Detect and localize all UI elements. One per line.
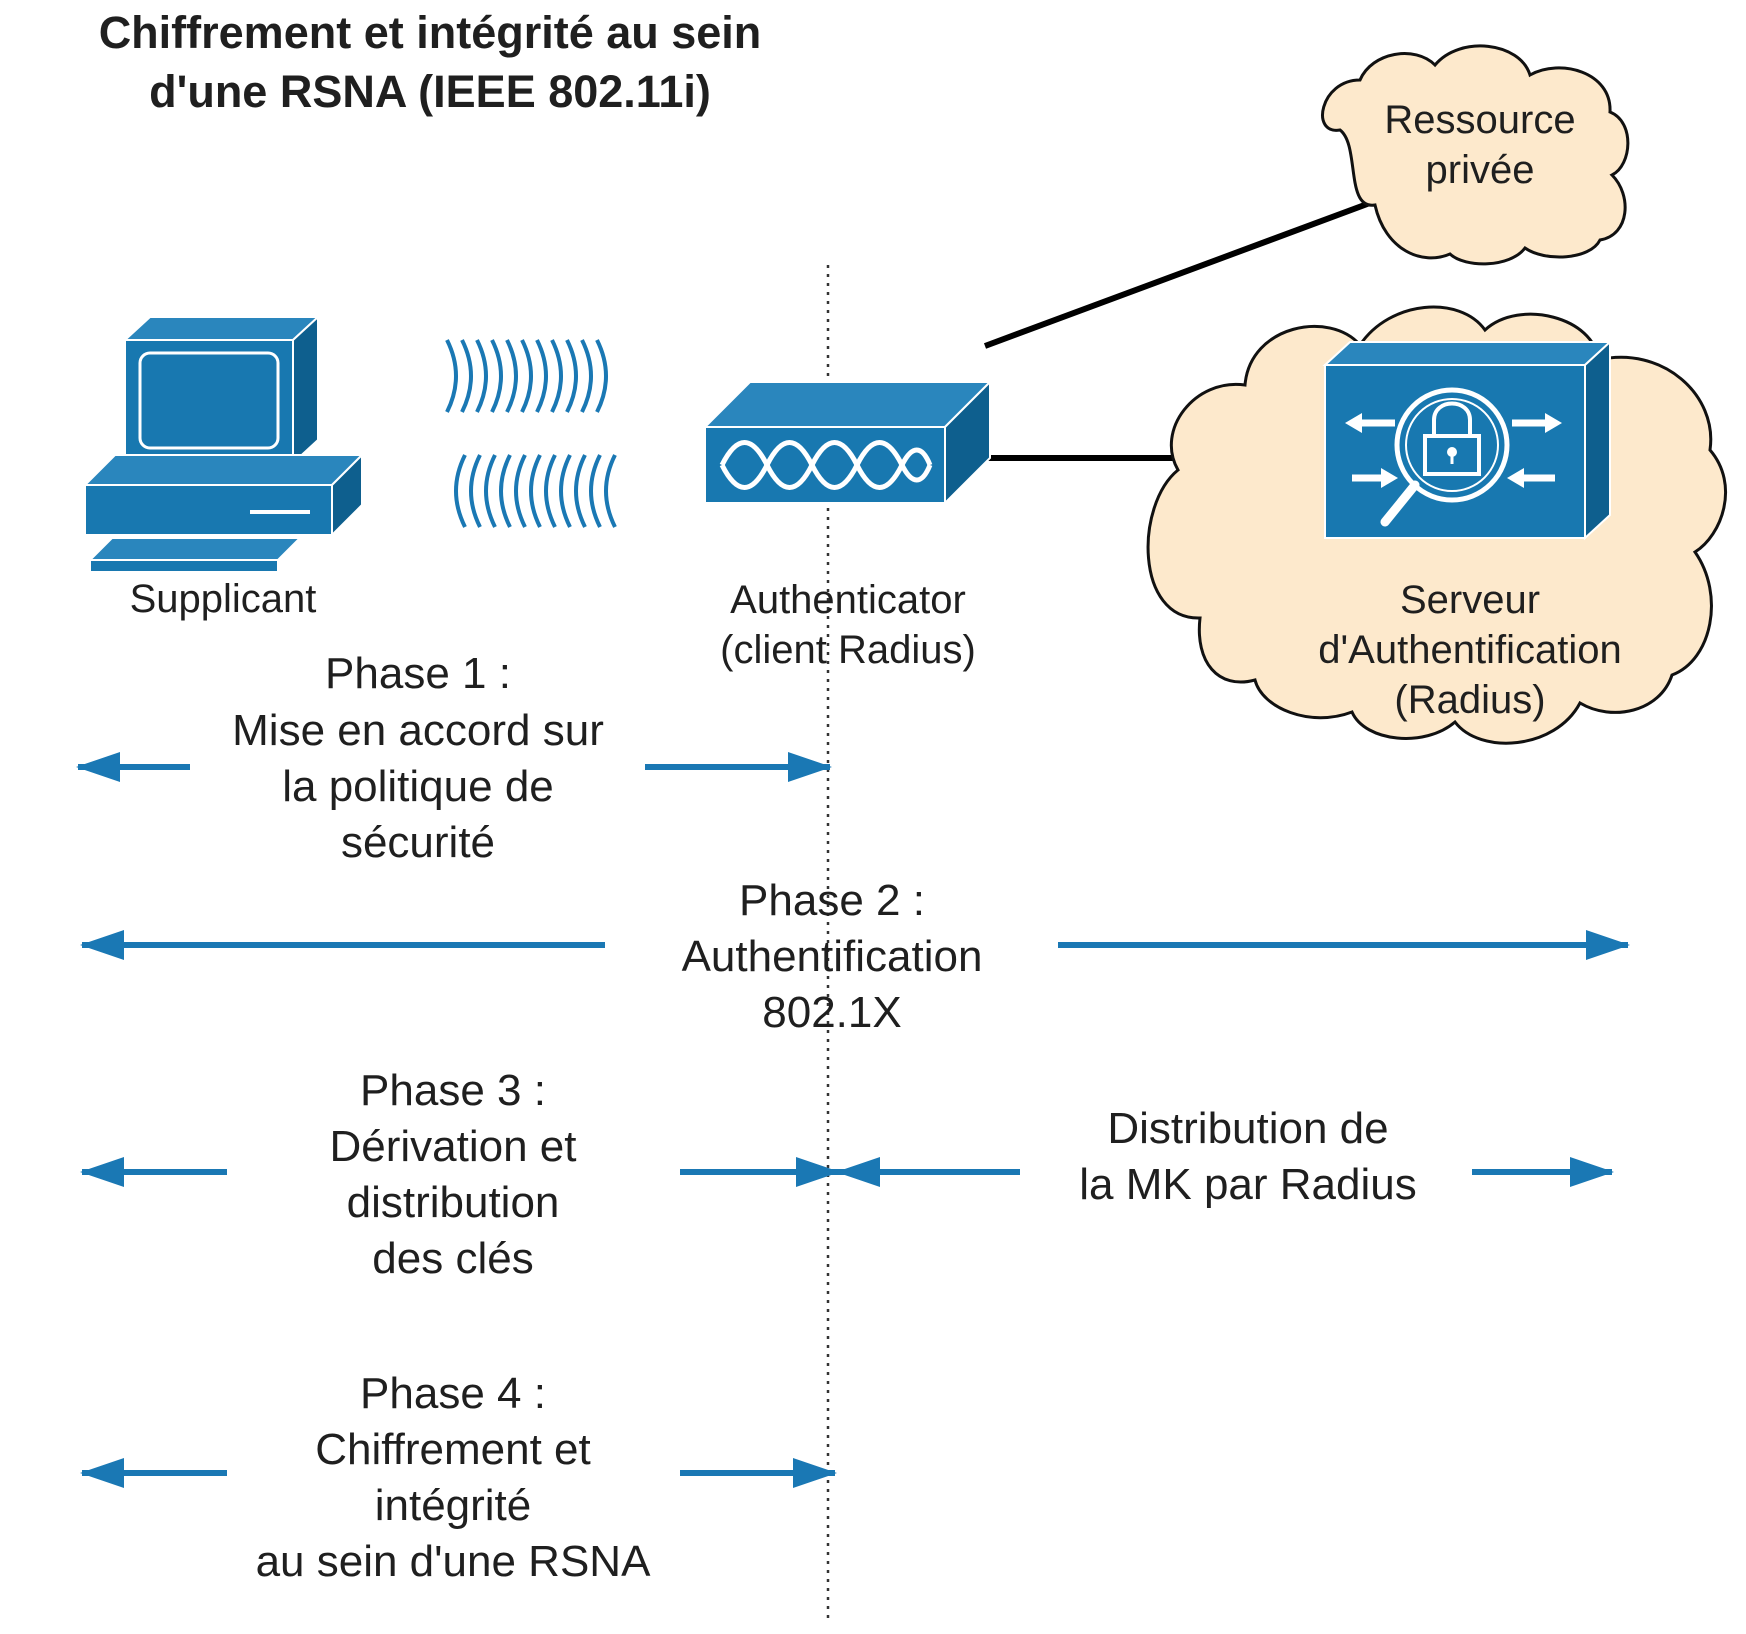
phase3-text-line2: Dérivation et (329, 1122, 576, 1171)
phase2-text-line1: Phase 2 : (739, 876, 925, 925)
phase2-text-line3: 802.1X (762, 988, 901, 1037)
phase4-text-line1: Phase 4 : (360, 1369, 546, 1418)
phase4-text-line2: Chiffrement et (315, 1425, 591, 1474)
radius-server-icon (1322, 339, 1613, 541)
supplicant-label: Supplicant (130, 577, 317, 621)
phase4-text-line3: intégrité (375, 1481, 532, 1530)
authenticator-access-point-icon (702, 379, 993, 506)
resource-cloud (1321, 44, 1630, 266)
phase1-text-line4: sécurité (341, 818, 495, 867)
phase3-text-line3: distribution (347, 1178, 560, 1227)
server-label-line2: d'Authentification (1318, 628, 1621, 672)
resource-label-line1: Ressource (1384, 98, 1575, 142)
authenticator-label-line2: (client Radius) (720, 628, 976, 672)
phase3-text-line1: Phase 3 : (360, 1066, 546, 1115)
radio-waves-icon (445, 339, 617, 528)
server-label-line3: (Radius) (1394, 678, 1545, 722)
phase2-text-line2: Authentification (682, 932, 983, 981)
server-label-line1: Serveur (1400, 578, 1540, 622)
supplicant-computer-icon (82, 314, 365, 573)
mk-distribution-text-line2: la MK par Radius (1079, 1160, 1416, 1209)
diagram-title-line2: d'une RSNA (IEEE 802.11i) (149, 66, 711, 117)
phase1-text-line1: Phase 1 : (325, 649, 511, 698)
phase4-text-line4: au sein d'une RSNA (256, 1537, 652, 1586)
diagram-title-line1: Chiffrement et intégrité au sein (99, 7, 762, 58)
authenticator-label-line1: Authenticator (730, 578, 966, 622)
link-authenticator-resource (983, 197, 1380, 349)
mk-distribution-text-line1: Distribution de (1107, 1104, 1388, 1153)
phase3-text-line4: des clés (372, 1234, 533, 1283)
resource-label-line2: privée (1426, 148, 1535, 192)
phase1-text-line3: la politique de (282, 762, 554, 811)
phase1-text-line2: Mise en accord sur (232, 706, 604, 755)
